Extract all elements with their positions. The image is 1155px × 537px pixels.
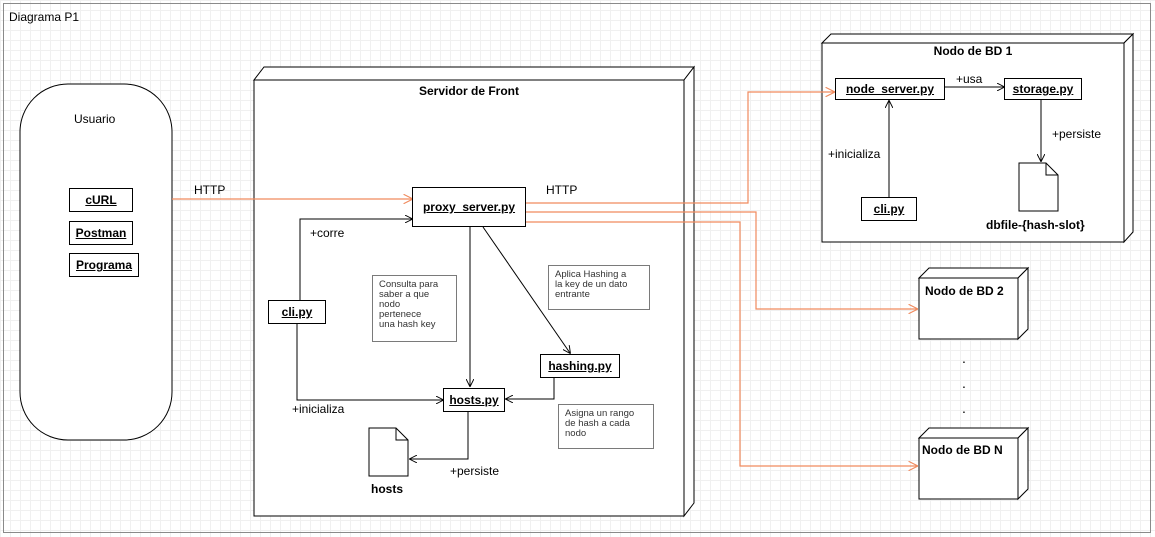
- client-postman[interactable]: Postman: [69, 221, 133, 245]
- actor-label: Usuario: [74, 112, 116, 126]
- proxy-server-component[interactable]: proxy_server.py: [412, 187, 526, 227]
- hashing-component[interactable]: hashing.py: [540, 354, 620, 378]
- http-out-label: HTTP: [546, 183, 578, 197]
- edge-label-usa: +usa: [956, 72, 983, 86]
- hosts-file-shape: [368, 427, 409, 477]
- front-cli-component[interactable]: cli.py: [268, 300, 326, 324]
- nodeN-shape: [917, 426, 1030, 501]
- note-asigna: Asigna un rango de hash a cada nodo: [558, 404, 654, 449]
- http-in-label: HTTP: [194, 183, 226, 197]
- node1-edge-label-persiste: +persiste: [1052, 127, 1102, 141]
- node1-title: Nodo de BD 1: [933, 44, 1013, 58]
- node1-cli-component[interactable]: cli.py: [861, 197, 917, 221]
- note-consulta: Consulta para saber a que nodo pertenece…: [372, 275, 457, 342]
- front-server-title: Servidor de Front: [418, 84, 519, 98]
- edge-label-corre: +corre: [310, 226, 345, 240]
- diagram-title: Diagrama P1: [9, 10, 80, 24]
- dbfile-label: dbfile-{hash-slot}: [986, 218, 1085, 232]
- hosts-component[interactable]: hosts.py: [443, 388, 505, 412]
- hosts-file-label: hosts: [371, 482, 404, 496]
- node1-edge-label-inicializa: +inicializa: [828, 147, 881, 161]
- ellipsis-dot-2: .: [962, 375, 966, 391]
- diagram-frame: [3, 3, 1151, 533]
- client-programa[interactable]: Programa: [69, 253, 139, 277]
- edge-label-persiste: +persiste: [450, 464, 500, 478]
- ellipsis-dot-1: .: [962, 350, 966, 366]
- nodeN-title: Nodo de BD N: [922, 443, 1003, 457]
- ellipsis-dot-3: .: [962, 400, 966, 416]
- dbfile-shape: [1018, 162, 1059, 212]
- edge-label-inicializa: +inicializa: [292, 402, 345, 416]
- node-server-component[interactable]: node_server.py: [835, 78, 945, 100]
- note-hashing: Aplica Hashing a la key de un dato entra…: [548, 265, 650, 310]
- client-curl[interactable]: cURL: [69, 188, 133, 212]
- storage-component[interactable]: storage.py: [1004, 78, 1082, 100]
- node2-title: Nodo de BD 2: [925, 284, 1004, 298]
- node2-shape: [917, 266, 1030, 341]
